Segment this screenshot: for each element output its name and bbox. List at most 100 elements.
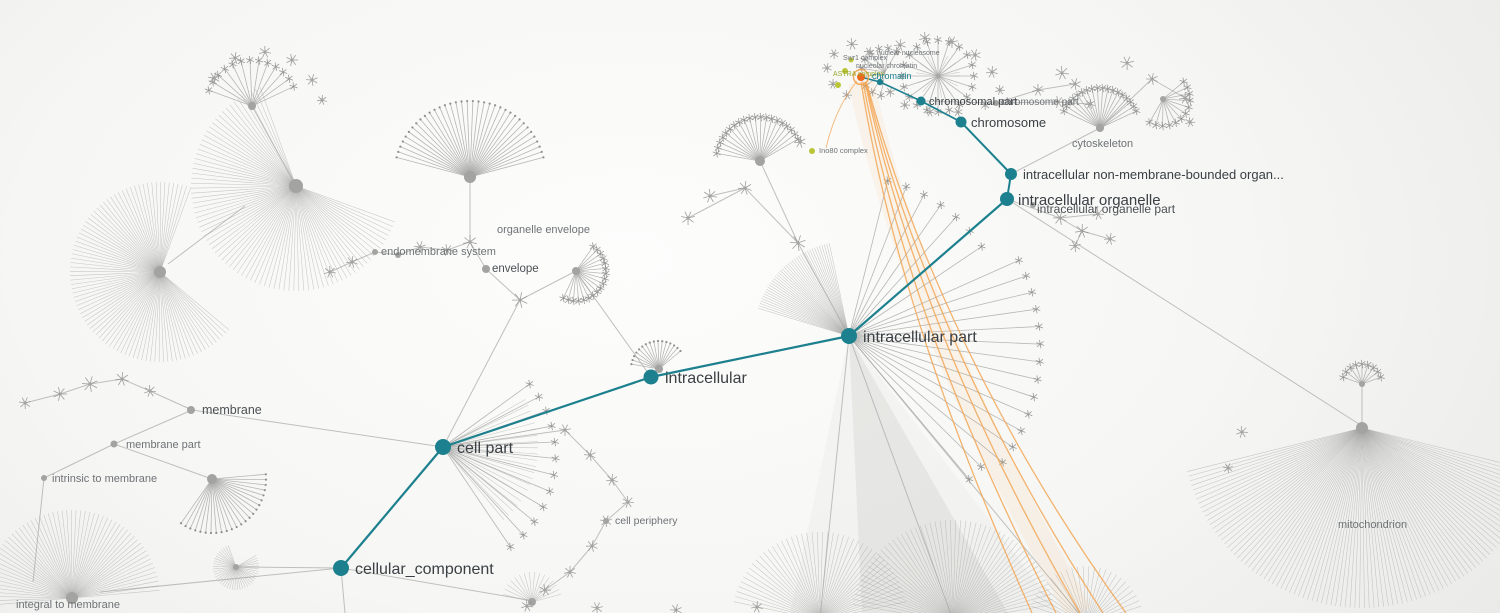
satellite-node[interactable] [212, 76, 216, 80]
satellite-node[interactable] [850, 42, 854, 46]
path-node-label-intracellular-organelle[interactable]: intracellular organelle [1018, 192, 1161, 209]
satellite-node[interactable] [983, 103, 987, 107]
cluster-node[interactable] [154, 266, 166, 278]
label-chromosome-part[interactable]: chromosome part [1001, 97, 1079, 108]
label-mitochondrion[interactable]: mitochondrion [1338, 519, 1407, 531]
satellite-node[interactable] [1226, 466, 1230, 470]
satellite-node[interactable] [1060, 71, 1064, 75]
cluster-node[interactable] [1096, 124, 1104, 132]
complex-node[interactable] [848, 57, 854, 63]
path-node-label-chromosomal-part[interactable]: chromosomal part [929, 96, 1017, 108]
satellite-node[interactable] [518, 298, 522, 302]
satellite-node[interactable] [1150, 77, 1154, 81]
satellite-node[interactable] [543, 588, 547, 592]
label-cell-periphery[interactable]: cell periphery [615, 515, 678, 527]
satellite-node[interactable] [825, 66, 829, 70]
label-ino80-complex[interactable]: Ino80 complex [819, 146, 868, 155]
satellite-node[interactable] [233, 56, 237, 60]
cluster-node[interactable] [289, 179, 303, 193]
satellite-node[interactable] [990, 70, 994, 74]
label-swr1-complex[interactable]: Swr1 complex [843, 55, 887, 62]
satellite-node[interactable] [1108, 237, 1112, 241]
satellite-node[interactable] [350, 260, 354, 264]
satellite-node[interactable] [708, 194, 712, 198]
satellite-node[interactable] [418, 245, 422, 249]
satellite-node[interactable] [468, 240, 472, 244]
satellite-node[interactable] [1036, 88, 1040, 92]
satellite-node[interactable] [1240, 430, 1244, 434]
path-node-intracellular-organelle[interactable] [1000, 192, 1014, 206]
satellite-node[interactable] [23, 401, 27, 405]
label-membrane-part[interactable]: membrane part [126, 439, 201, 451]
path-node-label-intracellular[interactable]: intracellular [665, 370, 747, 387]
term-node[interactable] [1030, 202, 1036, 208]
satellite-node[interactable] [923, 36, 927, 40]
path-node-label-chromosome[interactable]: chromosome [971, 115, 1046, 130]
label-organelle-envelope[interactable]: organelle envelope [497, 224, 590, 236]
satellite-node[interactable] [903, 103, 907, 107]
cluster-node[interactable] [1359, 381, 1365, 387]
term-node[interactable] [482, 265, 490, 273]
satellite-node[interactable] [590, 544, 594, 548]
label-cytoskeleton[interactable]: cytoskeleton [1072, 138, 1133, 150]
term-node[interactable] [41, 475, 47, 481]
satellite-node[interactable] [1056, 100, 1060, 104]
satellite-node[interactable] [686, 216, 690, 220]
satellite-node[interactable] [998, 88, 1002, 92]
satellite-node[interactable] [743, 186, 747, 190]
satellite-node[interactable] [796, 241, 800, 245]
label-nucleolar-chromatin[interactable]: nucleolar chromatin [856, 63, 917, 70]
path-node-chromosomal-part[interactable] [916, 96, 926, 106]
satellite-node[interactable] [290, 58, 294, 62]
satellite-node[interactable] [798, 140, 802, 144]
cluster-node[interactable] [464, 171, 476, 183]
satellite-node[interactable] [1088, 102, 1092, 106]
satellite-node[interactable] [1073, 82, 1077, 86]
path-node-cellular-component[interactable] [333, 560, 349, 576]
satellite-node[interactable] [58, 392, 62, 396]
cluster-node[interactable] [233, 564, 239, 570]
label-envelope[interactable]: envelope [492, 263, 539, 275]
cluster-node[interactable] [1160, 96, 1166, 102]
path-node-label-intracellular-non-membrane-bounded-organelle[interactable]: intracellular non-membrane-bounded organ… [1023, 167, 1284, 182]
path-node-label-cell-part[interactable]: cell part [457, 440, 514, 457]
satellite-node[interactable] [1096, 212, 1100, 216]
term-node[interactable] [372, 249, 378, 255]
satellite-node[interactable] [831, 82, 835, 86]
path-node-chromatin-node[interactable] [876, 78, 884, 86]
satellite-node[interactable] [626, 500, 630, 504]
complex-node[interactable] [842, 68, 848, 74]
path-node-label-intracellular-part[interactable]: intracellular part [863, 329, 977, 346]
satellite-node[interactable] [88, 382, 92, 386]
satellite-node[interactable] [1073, 244, 1077, 248]
satellite-node[interactable] [973, 53, 977, 57]
selected-node[interactable] [857, 73, 865, 81]
satellite-node[interactable] [1183, 96, 1187, 100]
cluster-node[interactable] [528, 598, 536, 606]
satellite-node[interactable] [595, 606, 599, 610]
satellite-node[interactable] [950, 40, 954, 44]
satellite-node[interactable] [1058, 216, 1062, 220]
label-astra-complex[interactable]: ASTRA complex [833, 71, 884, 78]
term-node[interactable] [603, 518, 609, 524]
satellite-node[interactable] [898, 43, 902, 47]
path-node-intracellular[interactable] [643, 369, 659, 385]
cluster-node[interactable] [207, 474, 217, 484]
term-node[interactable] [395, 252, 401, 258]
satellite-node[interactable] [310, 78, 314, 82]
path-node-chromosome[interactable] [955, 116, 967, 128]
cluster-node[interactable] [572, 267, 580, 275]
satellite-node[interactable] [888, 90, 892, 94]
satellite-node[interactable] [588, 453, 592, 457]
complex-node[interactable] [835, 82, 841, 88]
cluster-node[interactable] [655, 365, 663, 373]
satellite-node[interactable] [148, 389, 152, 393]
term-node[interactable] [110, 440, 118, 448]
satellite-node[interactable] [755, 605, 759, 609]
satellite-node[interactable] [1125, 61, 1129, 65]
satellite-node[interactable] [563, 428, 567, 432]
label-chromatin[interactable]: chromatin [872, 71, 912, 81]
satellite-node[interactable] [320, 98, 324, 102]
term-node[interactable] [993, 100, 999, 106]
path-node-intracellular-part[interactable] [841, 328, 857, 344]
